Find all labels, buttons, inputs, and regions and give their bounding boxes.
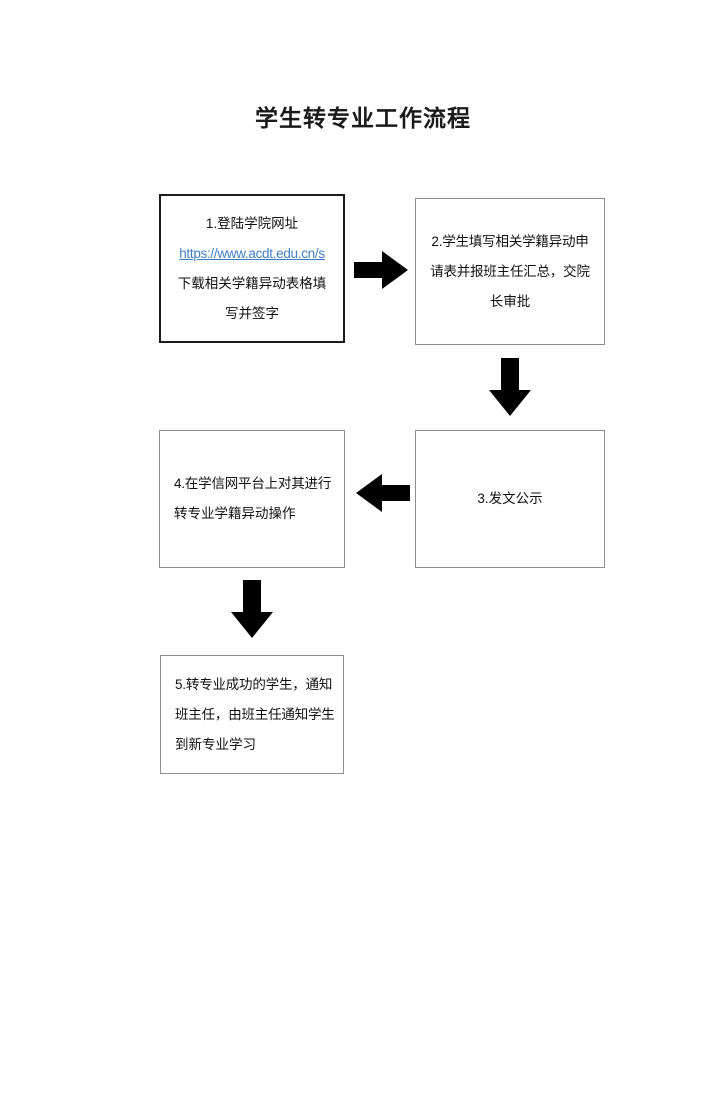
flow-node-step-4-line-2: 转专业学籍异动操作 [174, 506, 296, 521]
flow-node-step-5-line-3: 到新专业学习 [175, 736, 256, 752]
flow-node-step-1-line-3: 写并签字 [225, 305, 279, 321]
flow-node-step-4-line-1: 4.在学信网平台上对其进行 [174, 476, 332, 491]
flow-node-step-4: 4.在学信网平台上对其进行 转专业学籍异动操作 [159, 430, 345, 568]
flow-node-step-2-text: 2.学生填写相关学籍异动申 请表并报班主任汇总，交院 长审批 [416, 227, 604, 317]
flow-node-step-1-line-2: 下载相关学籍异动表格填 [177, 275, 327, 291]
flow-node-step-2-line-3: 长审批 [489, 293, 531, 309]
page-title: 学生转专业工作流程 [255, 105, 471, 131]
flow-node-step-2: 2.学生填写相关学籍异动申 请表并报班主任汇总，交院 长审批 [415, 198, 605, 345]
college-website-link[interactable]: https://www.acdt.edu.cn/s [179, 245, 325, 261]
flow-node-step-4-text: 4.在学信网平台上对其进行 转专业学籍异动操作 [160, 469, 344, 529]
flow-node-step-1-text: 1.登陆学院网址 https://www.acdt.edu.cn/s 下载相关学… [161, 209, 343, 329]
arrow-down-step2-to-step3 [487, 356, 533, 418]
flow-node-step-5: 5.转专业成功的学生，通知 班主任，由班主任通知学生 到新专业学习 [160, 655, 344, 774]
flow-node-step-1: 1.登陆学院网址 https://www.acdt.edu.cn/s 下载相关学… [159, 194, 345, 343]
flow-node-step-1-line-1: 1.登陆学院网址 [205, 215, 299, 231]
flow-node-step-5-text: 5.转专业成功的学生，通知 班主任，由班主任通知学生 到新专业学习 [161, 670, 343, 760]
flow-node-step-2-line-2: 请表并报班主任汇总，交院 [430, 263, 590, 279]
arrow-down-step4-to-step5 [229, 578, 275, 640]
arrow-left-step3-to-step4 [354, 470, 412, 516]
flow-node-step-1-link-line: https://www.acdt.edu.cn/s [171, 239, 333, 269]
flow-node-step-5-line-2: 班主任，由班主任通知学生 [175, 706, 335, 722]
flow-node-step-3-text: 3.发文公示 [416, 484, 604, 514]
flow-node-step-3-line-1: 3.发文公示 [477, 491, 543, 506]
flow-node-step-5-line-1: 5.转专业成功的学生，通知 [175, 676, 333, 692]
flow-node-step-3: 3.发文公示 [415, 430, 605, 568]
flow-node-step-2-line-1: 2.学生填写相关学籍异动申 [431, 233, 589, 249]
arrow-right-step1-to-step2 [352, 248, 410, 292]
